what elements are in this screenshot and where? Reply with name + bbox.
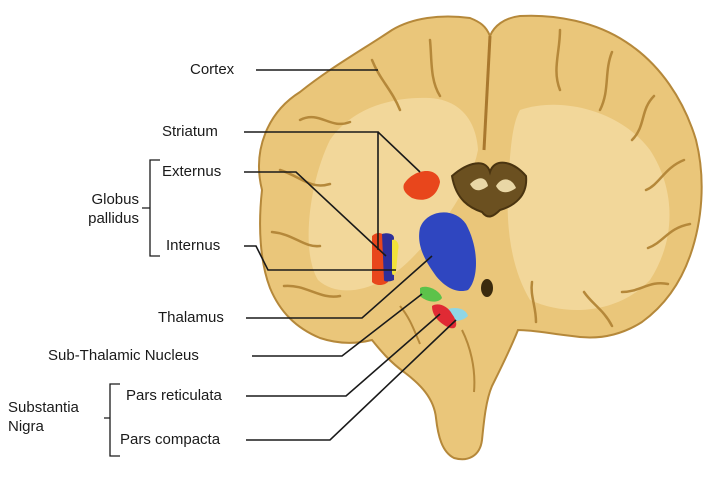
group-label-line: pallidus xyxy=(83,209,139,228)
third-ventricle xyxy=(481,279,493,297)
globus-pallidus-bracket xyxy=(142,160,160,256)
label-striatum: Striatum xyxy=(162,123,218,141)
group-label-line: Globus xyxy=(83,190,139,209)
label-cortex: Cortex xyxy=(190,61,234,79)
label-thalamus: Thalamus xyxy=(158,309,224,327)
label-externus: Externus xyxy=(162,163,221,181)
label-pars-compacta: Pars compacta xyxy=(120,431,220,449)
group-label-line: Nigra xyxy=(8,417,79,436)
substantia-nigra-bracket xyxy=(104,384,120,456)
group-label-line: Substantia xyxy=(8,398,79,417)
brain-section xyxy=(259,16,702,459)
group-label-globus-pallidus: Globus pallidus xyxy=(83,190,139,228)
label-pars-reticulata: Pars reticulata xyxy=(126,387,222,405)
label-subthalamic-nucleus: Sub-Thalamic Nucleus xyxy=(48,347,199,365)
label-internus: Internus xyxy=(166,237,220,255)
group-label-substantia-nigra: Substantia Nigra xyxy=(8,398,79,436)
